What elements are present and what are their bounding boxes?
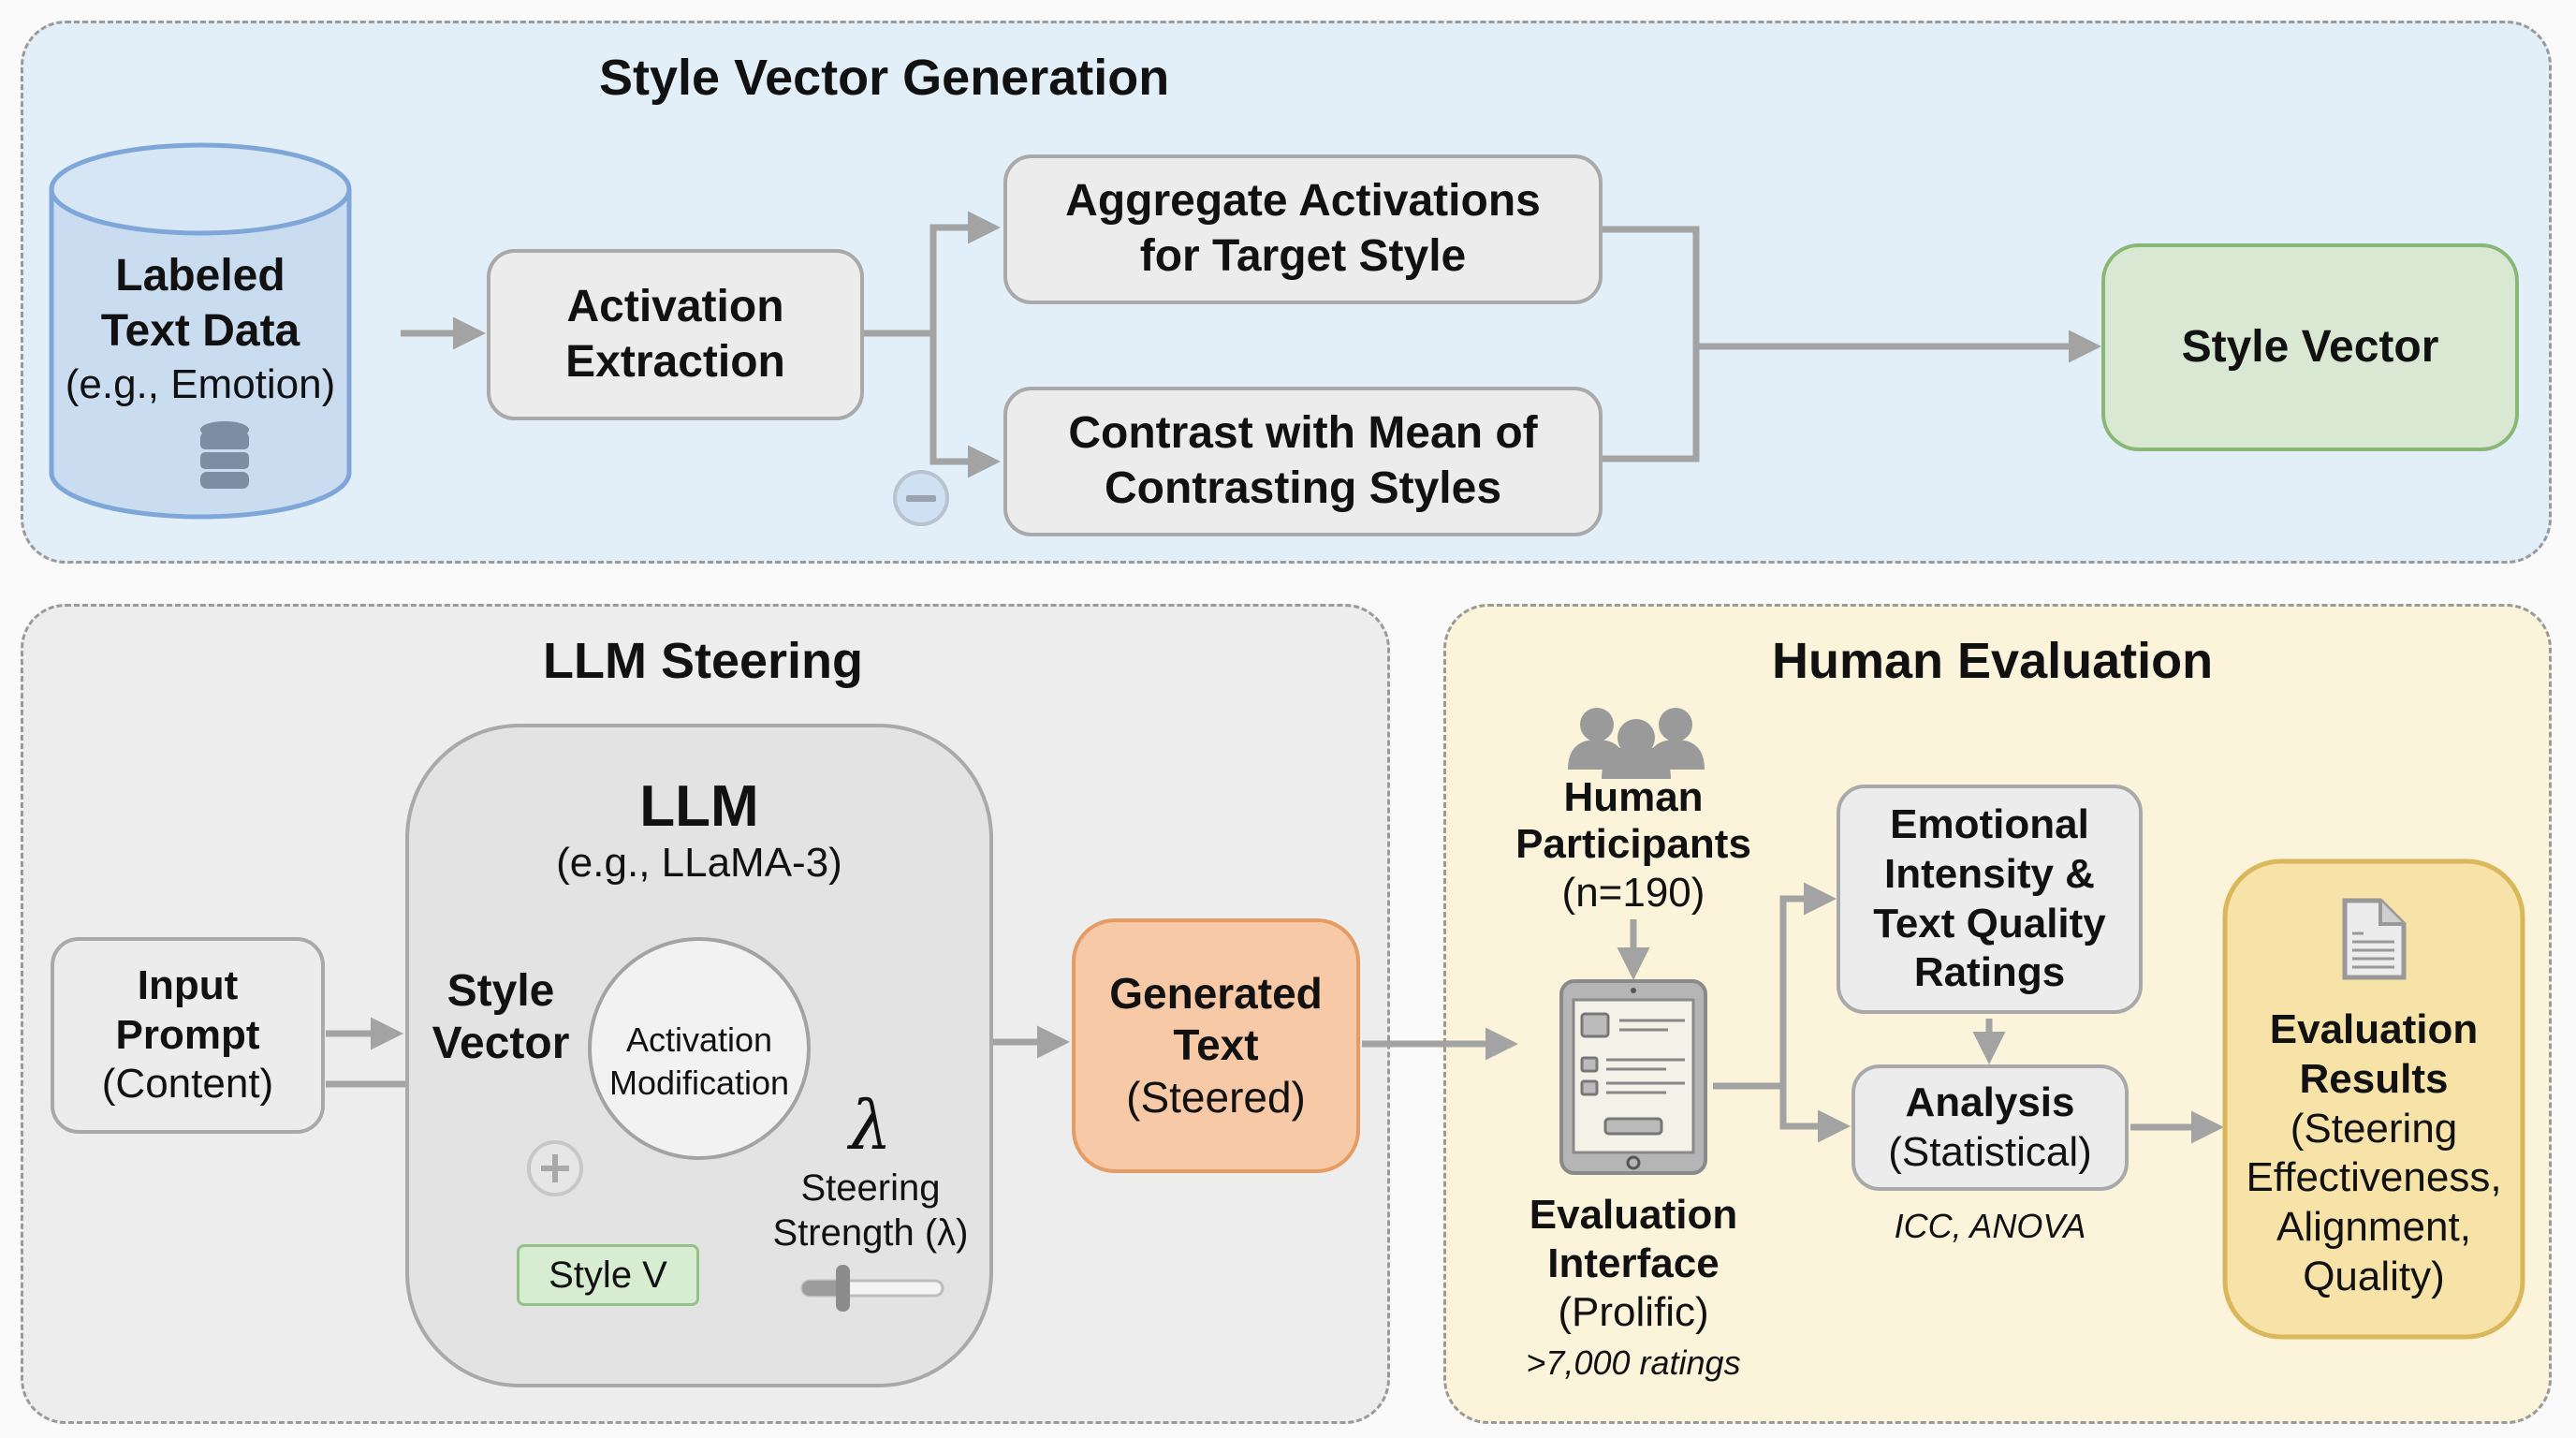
interface-ratings-count: >7,000 ratings [1526, 1343, 1741, 1382]
ratings-line-3: Text Quality [1873, 900, 2106, 946]
style-vector-label-1: Style [446, 966, 555, 1016]
analysis-methods: ICC, ANOVA [1894, 1207, 2086, 1245]
style-vector-output-label: Style Vector [2181, 321, 2439, 372]
aggregate-line-1: Aggregate Activations [1065, 176, 1541, 227]
analysis-line-1: Analysis [1905, 1078, 2075, 1125]
input-prompt-box[interactable]: Input Prompt (Content) [51, 937, 325, 1134]
activation-modification-line-1: Activation [625, 1020, 773, 1059]
analysis-box[interactable]: Analysis (Statistical) [1852, 1064, 2129, 1191]
style-v-chip-label: Style V [549, 1255, 667, 1296]
lambda-icon: λ [849, 1086, 892, 1165]
results-line-1: Evaluation [2269, 1006, 2479, 1052]
contrast-styles-box[interactable]: Contrast with Mean of Contrasting Styles [1003, 387, 1603, 536]
interface-line-2: Interface [1547, 1240, 1720, 1286]
results-line-3: (Steering [2290, 1105, 2458, 1152]
ratings-line-1: Emotional [1890, 800, 2089, 847]
llm-steering-title: LLM Steering [543, 633, 864, 689]
results-line-2: Results [2299, 1055, 2449, 1102]
data-source-label-2: Text Data [100, 306, 300, 356]
participants-line-2: Participants [1515, 821, 1751, 867]
generated-text-line-2: Text [1173, 1020, 1259, 1070]
results-line-5: Alignment, [2276, 1204, 2471, 1251]
participants-line-1: Human [1563, 774, 1704, 820]
input-prompt-line-2: Prompt [115, 1011, 260, 1058]
generated-text-line-1: Generated [1109, 969, 1323, 1019]
ratings-box[interactable]: Emotional Intensity & Text Quality Ratin… [1837, 785, 2143, 1014]
evaluation-results-text[interactable]: Evaluation Results (Steering Effectivene… [2225, 1005, 2523, 1302]
llm-title: LLM [639, 774, 759, 839]
interface-line-1: Evaluation [1529, 1192, 1738, 1238]
style-vector-label-2: Vector [432, 1019, 570, 1068]
style-v-chip[interactable]: Style V [517, 1244, 699, 1306]
aggregate-line-2: for Target Style [1139, 231, 1467, 281]
activation-extraction-box[interactable]: Activation Extraction [487, 249, 864, 420]
input-prompt-line-1: Input [137, 961, 239, 1008]
steering-strength-line-1: Steering [800, 1167, 941, 1209]
aggregate-activations-box[interactable]: Aggregate Activations for Target Style [1003, 154, 1603, 304]
generated-text-line-3: (Steered) [1126, 1072, 1306, 1122]
input-prompt-line-3: (Content) [101, 1061, 274, 1108]
results-line-4: Effectiveness, [2246, 1154, 2502, 1201]
llm-subtitle: (e.g., LLaMA-3) [556, 840, 842, 886]
steering-strength-line-2: Strength (λ) [772, 1212, 969, 1254]
activation-extraction-line-1: Activation [566, 281, 784, 331]
activation-extraction-line-2: Extraction [565, 336, 785, 387]
generated-text-box[interactable]: Generated Text (Steered) [1072, 918, 1360, 1173]
analysis-line-2: (Statistical) [1888, 1128, 2092, 1175]
data-source-label-1: Labeled [115, 251, 285, 301]
participants-count: (n=190) [1561, 870, 1705, 916]
human-evaluation-title: Human Evaluation [1772, 633, 2214, 689]
contrast-line-1: Contrast with Mean of [1068, 408, 1538, 459]
style-vector-output-box[interactable]: Style Vector [2101, 243, 2519, 451]
results-line-6: Quality) [2303, 1253, 2445, 1299]
style-vector-generation-title: Style Vector Generation [599, 50, 1170, 106]
data-source-example: (e.g., Emotion) [65, 361, 336, 407]
ratings-line-2: Intensity & [1884, 850, 2095, 897]
interface-platform: (Prolific) [1558, 1289, 1709, 1335]
contrast-line-2: Contrasting Styles [1104, 463, 1502, 513]
activation-modification-line-2: Modification [608, 1064, 790, 1102]
ratings-line-4: Ratings [1913, 949, 2066, 996]
